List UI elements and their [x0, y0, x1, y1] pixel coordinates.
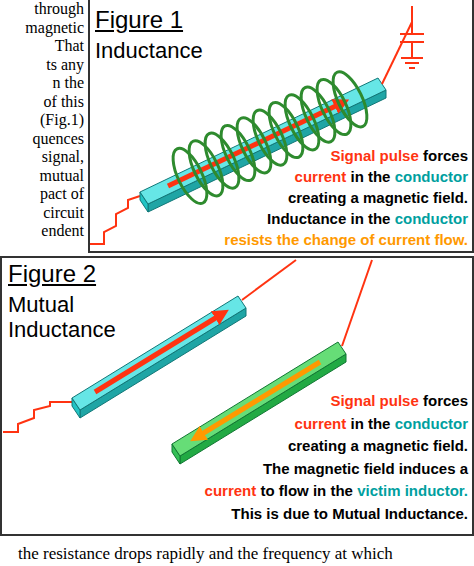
caption-text: forces — [423, 392, 468, 409]
caption-text: Signal pulse — [330, 392, 418, 409]
wire — [242, 260, 296, 300]
caption-text: resists the change of current flow. — [224, 231, 468, 248]
paper-text: mutual — [40, 167, 84, 186]
paper-text: ts any — [46, 56, 84, 75]
caption-text: conductor — [395, 415, 468, 432]
caption-text: The magnetic field induces a — [263, 460, 468, 477]
signal-pulse — [3, 402, 72, 432]
caption-text: victim inductor. — [357, 482, 468, 499]
caption-text: in the — [350, 415, 390, 432]
paper-text: magnetic — [25, 19, 84, 38]
paper-text: through — [34, 0, 84, 19]
caption-text: Signal pulse — [330, 147, 418, 164]
paper-text: That — [55, 37, 84, 56]
caption-text: in the — [350, 168, 390, 185]
paper-text: n the — [52, 74, 84, 93]
paper-text: of this — [44, 93, 84, 112]
signal-pulse — [90, 196, 140, 244]
figure-title: Figure 1 — [95, 6, 295, 34]
paper-text: pact of — [40, 185, 84, 204]
magnetic-field-rings — [166, 67, 374, 208]
caption-text: to flow in the — [260, 482, 352, 499]
caption-text: current — [205, 482, 257, 499]
caption-text: creating a magnetic field. — [288, 189, 468, 206]
paper-text: endent — [41, 222, 84, 241]
paper-text: the resistance drops rapidly and the fre… — [18, 545, 393, 564]
wire — [342, 260, 372, 346]
conductor-bar — [72, 296, 246, 418]
paper-text: signal, — [42, 148, 84, 167]
capacitor-symbol — [382, 6, 424, 84]
caption-text: forces — [423, 147, 468, 164]
field-ring — [326, 67, 374, 131]
caption-text: conductor — [395, 210, 468, 227]
paper-text: (Fig.1) — [40, 111, 84, 130]
figure-title: Figure 2 — [8, 260, 126, 288]
paper-text: quences — [32, 130, 84, 149]
caption-text: This is due to Mutual Inductance. — [231, 505, 468, 522]
figure-subtitle: Mutual Inductance — [8, 292, 126, 343]
figure-panel: Figure 2 Mutual InductanceSignal pulse for… — [0, 256, 474, 536]
caption-text: current — [295, 168, 347, 185]
caption-text: creating a magnetic field. — [288, 437, 468, 454]
paper-text: circuit — [43, 204, 84, 223]
figure-panel: Figure 1 InductanceSignal pulse forces curr… — [88, 0, 474, 253]
caption-text: conductor — [395, 168, 468, 185]
caption-text: current — [295, 415, 347, 432]
figure-subtitle: Inductance — [95, 38, 295, 63]
caption-text: Inductance in the — [267, 210, 390, 227]
